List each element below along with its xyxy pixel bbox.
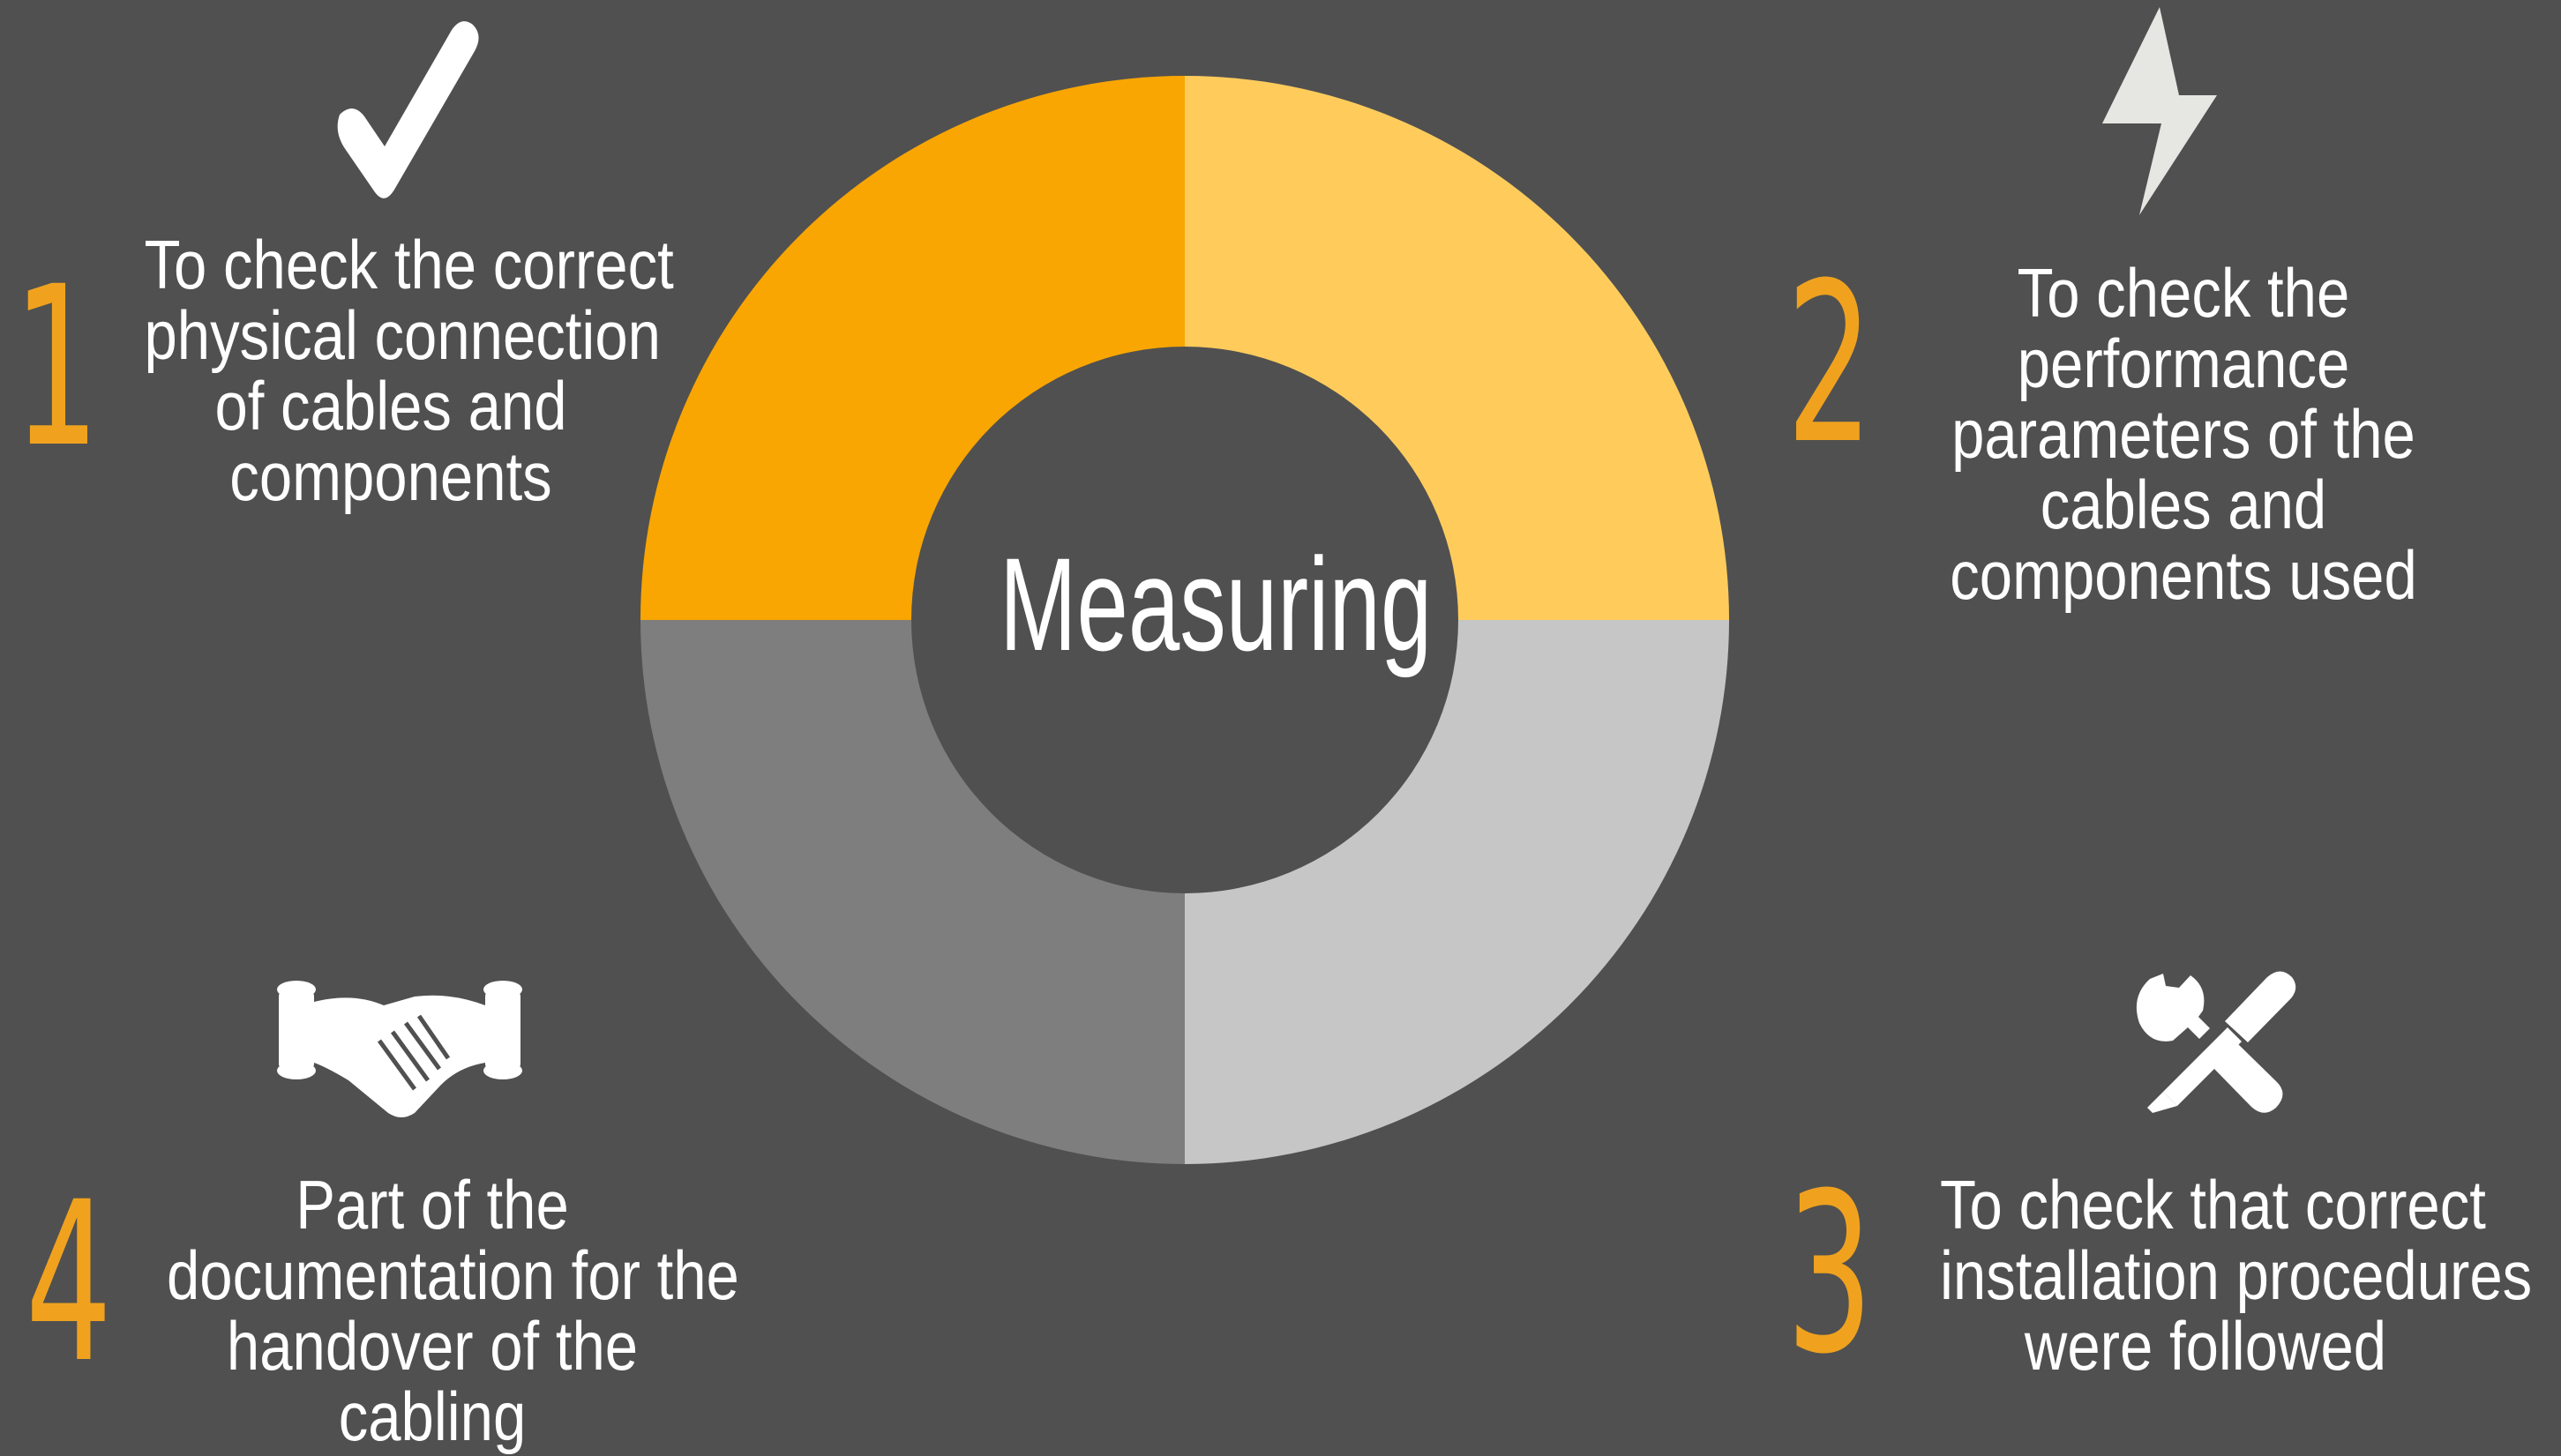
segment-2-line: components used (1950, 536, 2417, 614)
tools-icon (2136, 971, 2296, 1113)
handshake-icon (277, 981, 522, 1117)
donut-hole (911, 347, 1458, 893)
segment-2-line: performance (2017, 325, 2350, 402)
lightning-icon (2102, 7, 2217, 215)
segment-4-line: handover of the (226, 1307, 639, 1385)
segment-3-line: were followed (2024, 1307, 2387, 1385)
number-2: 2 (1786, 235, 1874, 492)
segment-4-line: documentation for the (167, 1236, 739, 1314)
center-label: Measuring (1000, 530, 1433, 678)
segment-2-line: cables and (2040, 466, 2327, 543)
segment-3-line: To check that correct (1940, 1166, 2486, 1243)
segment-1-line: physical connection (144, 296, 661, 374)
segment-4-line: Part of the (296, 1166, 569, 1243)
segment-2-line: To check the (2017, 254, 2350, 332)
number-3: 3 (1786, 1146, 1874, 1402)
segment-2-line: parameters of the (1951, 395, 2415, 473)
segment-1-text: To check the correct physical connection… (104, 229, 678, 511)
segment-3-line: installation procedures (1940, 1236, 2533, 1314)
number-1: 1 (12, 239, 101, 496)
segment-3-text: To check that correct installation proce… (1897, 1166, 2533, 1385)
checkmark-icon (337, 21, 479, 198)
number-4: 4 (25, 1154, 113, 1411)
segment-4-line: cabling (338, 1378, 527, 1455)
segment-2-text: To check the performance parameters of t… (1897, 258, 2470, 610)
segment-1-line: To check the correct (144, 226, 674, 303)
segment-1-line: components (229, 437, 552, 515)
segment-1-line: of cables and (214, 367, 567, 444)
segment-4-text: Part of the documentation for the handov… (124, 1169, 741, 1452)
